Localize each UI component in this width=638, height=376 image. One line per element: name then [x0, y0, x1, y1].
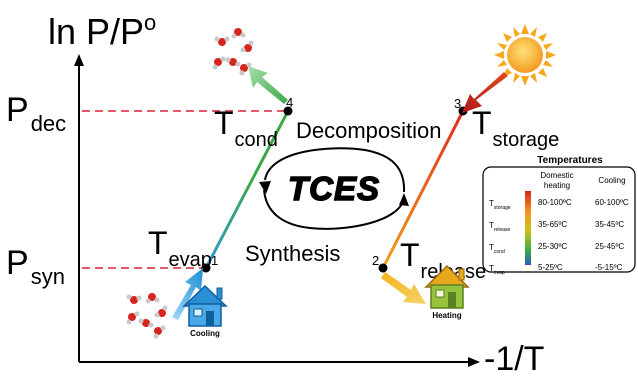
point-2 — [378, 263, 388, 273]
legend-row-evap-cooling: -5-15ºC — [595, 263, 623, 272]
water-molecule-icon-bottom — [126, 293, 168, 339]
temperature-legend: Temperatures Domestic heating Cooling Ts… — [482, 155, 636, 276]
house-icon-heating — [424, 264, 470, 309]
cycle-parallelogram — [204, 109, 465, 270]
condensation-arrow — [248, 66, 288, 104]
axes — [74, 54, 480, 367]
legend-col-domestic-2: heating — [544, 181, 570, 190]
legend-row-evap-domestic: 5-25ºC — [538, 263, 563, 272]
legend-col-domestic-1: Domestic — [540, 171, 573, 180]
legend-row-cond-domestic: 25-30ºC — [538, 242, 567, 251]
legend-row-cond-label: Tcond — [489, 243, 505, 255]
synthesis-label: Synthesis — [245, 241, 340, 266]
legend-title: Temperatures — [537, 155, 603, 166]
point-4-label: 4 — [286, 95, 293, 110]
cycle-arc-bottom — [263, 189, 405, 230]
heat-input-arrow — [462, 72, 508, 113]
t-evap-label: Tevap — [148, 225, 212, 271]
point-4 — [283, 106, 293, 116]
x-axis-arrowhead — [468, 357, 480, 367]
tces-label: TCES — [288, 170, 380, 207]
legend-row-cond-cooling: 25-45ºC — [595, 242, 624, 251]
water-molecule-icon-top — [212, 28, 254, 76]
legend-row-release-domestic: 35-65ºC — [538, 220, 567, 229]
t-storage-label: Tstorage — [472, 105, 559, 151]
cycle-arc-top — [264, 147, 406, 193]
legend-row-release-cooling: 35-45ºC — [595, 220, 624, 229]
p-dec-label: Pdec — [6, 91, 66, 136]
cooling-house-label: Cooling — [190, 329, 220, 338]
decomposition-label: Decomposition — [296, 118, 442, 143]
legend-row-storage-cooling: 60-100ºC — [595, 198, 629, 207]
point-3-label: 3 — [454, 96, 461, 111]
legend-box — [482, 166, 636, 273]
cycle-rotation-arrows — [259, 147, 409, 230]
x-axis-label: -1/T — [484, 340, 544, 376]
cycle-arrowhead-right — [399, 193, 409, 206]
y-axis-label-superscript: o — [144, 10, 156, 35]
edge-storage — [381, 110, 465, 269]
legend-row-evap-label: Tevap — [489, 264, 505, 276]
point-1 — [201, 263, 211, 273]
legend-row-release-label: Trelease — [489, 221, 511, 233]
heat-release-arrow — [381, 272, 426, 304]
house-icon-cooling — [182, 284, 228, 327]
y-axis-label: ln P/Po — [48, 10, 156, 52]
cycle-arrowhead-left — [259, 181, 271, 194]
legend-col-cooling: Cooling — [598, 176, 625, 185]
evaporation-arrow — [172, 268, 203, 320]
y-axis-arrowhead — [74, 54, 84, 66]
legend-row-storage-domestic: 80-100ºC — [538, 198, 572, 207]
t-cond-label: Tcond — [214, 105, 278, 151]
legend-row-storage-label: Tstorage — [489, 199, 511, 211]
heating-house-label: Heating — [432, 311, 461, 320]
point-2-label: 2 — [372, 253, 379, 268]
point-1-label: 1 — [211, 253, 218, 268]
edge-evaporation — [204, 110, 290, 269]
legend-color-scale — [525, 191, 531, 265]
p-syn-label: Psyn — [6, 244, 65, 289]
